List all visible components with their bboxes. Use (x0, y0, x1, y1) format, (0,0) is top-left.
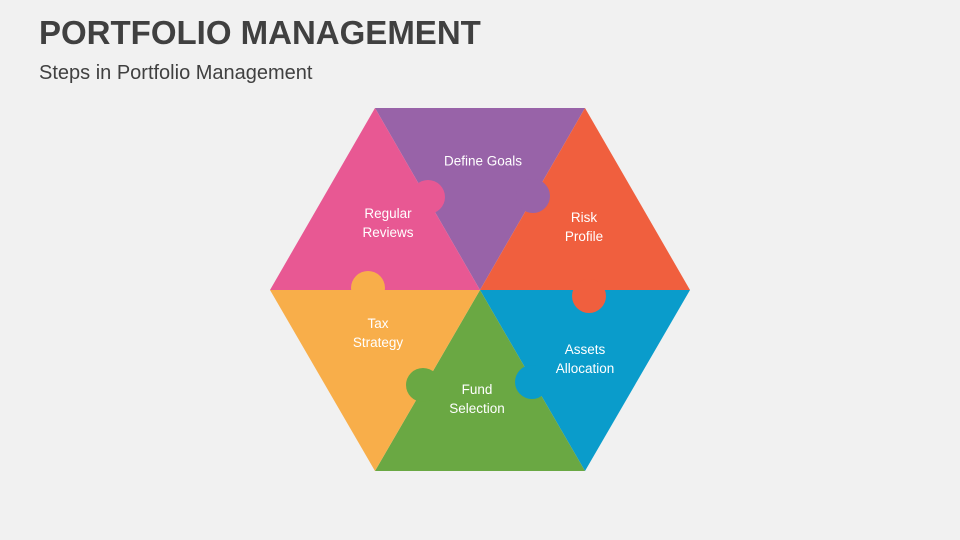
segment-define-goals (375, 108, 585, 290)
label-fund-selection: Fund Selection (449, 382, 505, 416)
segment-fund-selection (375, 290, 585, 471)
page-title: PORTFOLIO MANAGEMENT (39, 14, 481, 51)
label-define-goals: Define Goals (443, 153, 523, 169)
segment-assets-allocation (480, 290, 690, 471)
label-tax-strategy: Tax Strategy (352, 316, 404, 350)
puzzle-tab-orange (572, 279, 606, 313)
label-assets-allocation: Assets Allocation (555, 342, 615, 376)
segment-tax-strategy (270, 290, 480, 471)
label-regular-reviews: Regular Reviews (362, 206, 414, 240)
label-risk-profile: Risk Profile (564, 210, 604, 244)
puzzle-tab-pink (411, 180, 445, 214)
puzzle-tab-purple (516, 179, 550, 213)
puzzle-tab-green (406, 368, 440, 402)
segment-regular-reviews (270, 108, 480, 290)
puzzle-tab-blue (515, 365, 549, 399)
segment-risk-profile (480, 108, 690, 290)
puzzle-tab-yellow (351, 271, 385, 305)
page-subtitle: Steps in Portfolio Management (39, 62, 313, 84)
